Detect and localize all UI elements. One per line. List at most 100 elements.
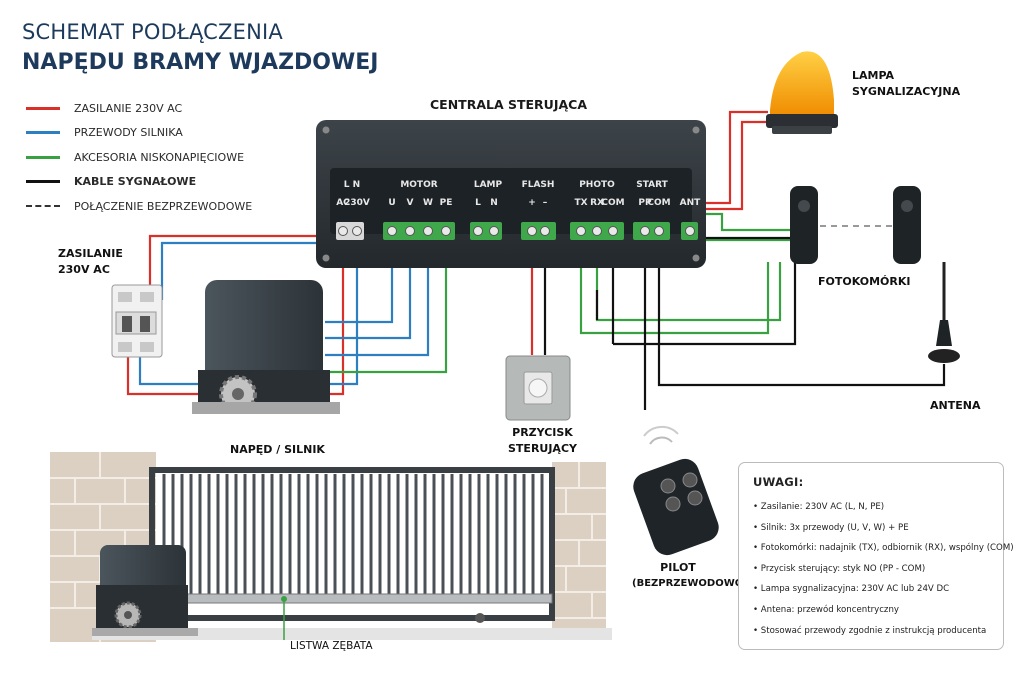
- legend-swatch: [26, 180, 60, 184]
- legend: ZASILANIE 230V AC PRZEWODY SILNIKA AKCES…: [26, 96, 252, 219]
- notes-heading: UWAGI:: [753, 475, 804, 489]
- note-item: • Silnik: 3x przewody (U, V, W) + PE: [753, 522, 909, 533]
- group-label-ln: L N: [343, 180, 361, 190]
- terminal-screw: [473, 226, 483, 236]
- terminal-label: 230V: [344, 198, 370, 208]
- supply-label-line: ZASILANIE: [58, 247, 123, 260]
- legend-label: ZASILANIE 230V AC: [74, 101, 183, 115]
- terminal-screw: [352, 226, 362, 236]
- button-label-line: PRZYCISK: [512, 426, 573, 439]
- terminal-label: W: [423, 198, 433, 208]
- note-item: • Antena: przewód koncentryczny: [753, 604, 899, 615]
- legend-item-signal: KABLE SYGNAŁOWE: [26, 170, 252, 195]
- controller-title: CENTRALA STERUJĄCA: [430, 97, 588, 112]
- note-item: • Przycisk sterujący: styk NO (PP - COM): [753, 563, 926, 574]
- terminal-screw: [527, 226, 537, 236]
- terminal-label: COM: [601, 198, 625, 208]
- terminal-label: +: [528, 198, 536, 208]
- motor-drive: [192, 280, 340, 414]
- terminal-label: L: [475, 198, 481, 208]
- terminal-block: [521, 222, 556, 240]
- terminal-label: PE: [439, 198, 453, 208]
- terminal-label: –: [542, 198, 548, 208]
- terminal-label: ANT: [679, 198, 701, 208]
- diagram-title-line2: NAPĘDU BRAMY WJAZDOWEJ: [22, 50, 379, 75]
- lamp-label-line: LAMPA: [852, 69, 895, 82]
- terminal-screw: [489, 226, 499, 236]
- terminal-label: TX: [574, 198, 588, 208]
- terminal-screw: [608, 226, 618, 236]
- legend-label: KABLE SYGNAŁOWE: [74, 175, 197, 189]
- motor-label: NAPĘD / SILNIK: [230, 443, 325, 456]
- legend-item-motor: PRZEWODY SILNIKA: [26, 121, 252, 146]
- remote-label: PILOT (BEZPRZEWODOWO): [632, 560, 748, 592]
- terminal-block: [633, 222, 670, 240]
- right-pillar: [552, 462, 606, 638]
- terminal-label: U: [388, 198, 396, 208]
- group-label-lamp: LAMP: [473, 180, 503, 190]
- circuit-breaker: [111, 284, 163, 358]
- ground: [92, 628, 612, 640]
- terminal-screw: [338, 226, 348, 236]
- terminal-screw: [685, 226, 695, 236]
- terminal-screw: [592, 226, 602, 236]
- note-item: • Stosować przewody zgodnie z instrukcją…: [753, 625, 987, 636]
- group-label-photo: PHOTO: [579, 180, 615, 190]
- terminal-screw: [405, 226, 415, 236]
- group-label-start: START: [636, 180, 668, 190]
- legend-swatch: [26, 205, 60, 208]
- rack-label: LISTWA ZĘBATA: [290, 640, 373, 652]
- terminal-screw: [423, 226, 433, 236]
- note-item: • Zasilanie: 230V AC (L, N, PE): [753, 502, 885, 512]
- gate-motor: [92, 545, 198, 636]
- note-item: • Lampa sygnalizacyjna: 230V AC lub 24V …: [753, 584, 950, 595]
- push-button: [505, 355, 571, 421]
- terminal-screw: [441, 226, 451, 236]
- group-label-motor: MOTOR: [400, 180, 438, 190]
- supply-label: ZASILANIE 230V AC: [58, 246, 123, 278]
- photocell-tx: [790, 186, 818, 264]
- button-label: PRZYCISK STERUJĄCY: [508, 425, 577, 457]
- signal-lamp: [766, 51, 838, 134]
- rack-pointer: [283, 600, 285, 640]
- note-item: • Fotokomórki: nadajnik (TX), odbiornik …: [753, 543, 1014, 554]
- lamp-label-line: SYGNALIZACYJNA: [852, 85, 961, 98]
- remote-control: [633, 425, 719, 556]
- supply-label-line: 230V AC: [58, 263, 110, 276]
- gear-rack: [151, 593, 553, 604]
- button-label-line: STERUJĄCY: [508, 442, 577, 455]
- terminal-label: AC: [336, 198, 350, 208]
- terminal-screw: [540, 226, 550, 236]
- legend-swatch: [26, 131, 60, 135]
- legend-label: AKCESORIA NISKONAPIĘCIOWE: [74, 150, 245, 164]
- legend-item-supply: ZASILANIE 230V AC: [26, 96, 252, 121]
- sliding-gate: [149, 467, 555, 623]
- terminal-screw: [387, 226, 397, 236]
- antenna: [928, 262, 960, 363]
- controller-box: [316, 120, 706, 268]
- lamp-label: LAMPA SYGNALIZACYJNA: [852, 68, 960, 100]
- terminal-label: PP: [638, 198, 652, 208]
- notes-panel: UWAGI: • Zasilanie: 230V AC (L, N, PE) •…: [738, 462, 1014, 650]
- diagram-title-line1: SCHEMAT PODŁĄCZENIA: [22, 20, 283, 44]
- terminal-label: RX: [590, 198, 604, 208]
- legend-swatch: [26, 106, 60, 110]
- legend-label: PRZEWODY SILNIKA: [74, 126, 183, 140]
- remote-label-line: PILOT: [660, 561, 696, 574]
- group-label-flash: FLASH: [521, 180, 555, 190]
- legend-swatch: [26, 155, 60, 159]
- legend-item-accessories: AKCESORIA NISKONAPIĘCIOWE: [26, 145, 252, 170]
- remote-label-line: (BEZPRZEWODOWO): [632, 578, 748, 589]
- terminal-screw: [654, 226, 664, 236]
- antenna-label: ANTENA: [930, 399, 981, 412]
- terminal-label: N: [490, 198, 498, 208]
- terminal-screw: [640, 226, 650, 236]
- terminal-screw: [576, 226, 586, 236]
- terminal-block: [383, 222, 455, 240]
- legend-item-wireless: POŁĄCZENIE BEZPRZEWODOWE: [26, 194, 252, 219]
- terminal-label: V: [406, 198, 414, 208]
- photocell-rx: [893, 186, 921, 264]
- photocells-label: FOTOKOMÓRKI: [818, 275, 911, 288]
- legend-label: POŁĄCZENIE BEZPRZEWODOWE: [74, 199, 253, 213]
